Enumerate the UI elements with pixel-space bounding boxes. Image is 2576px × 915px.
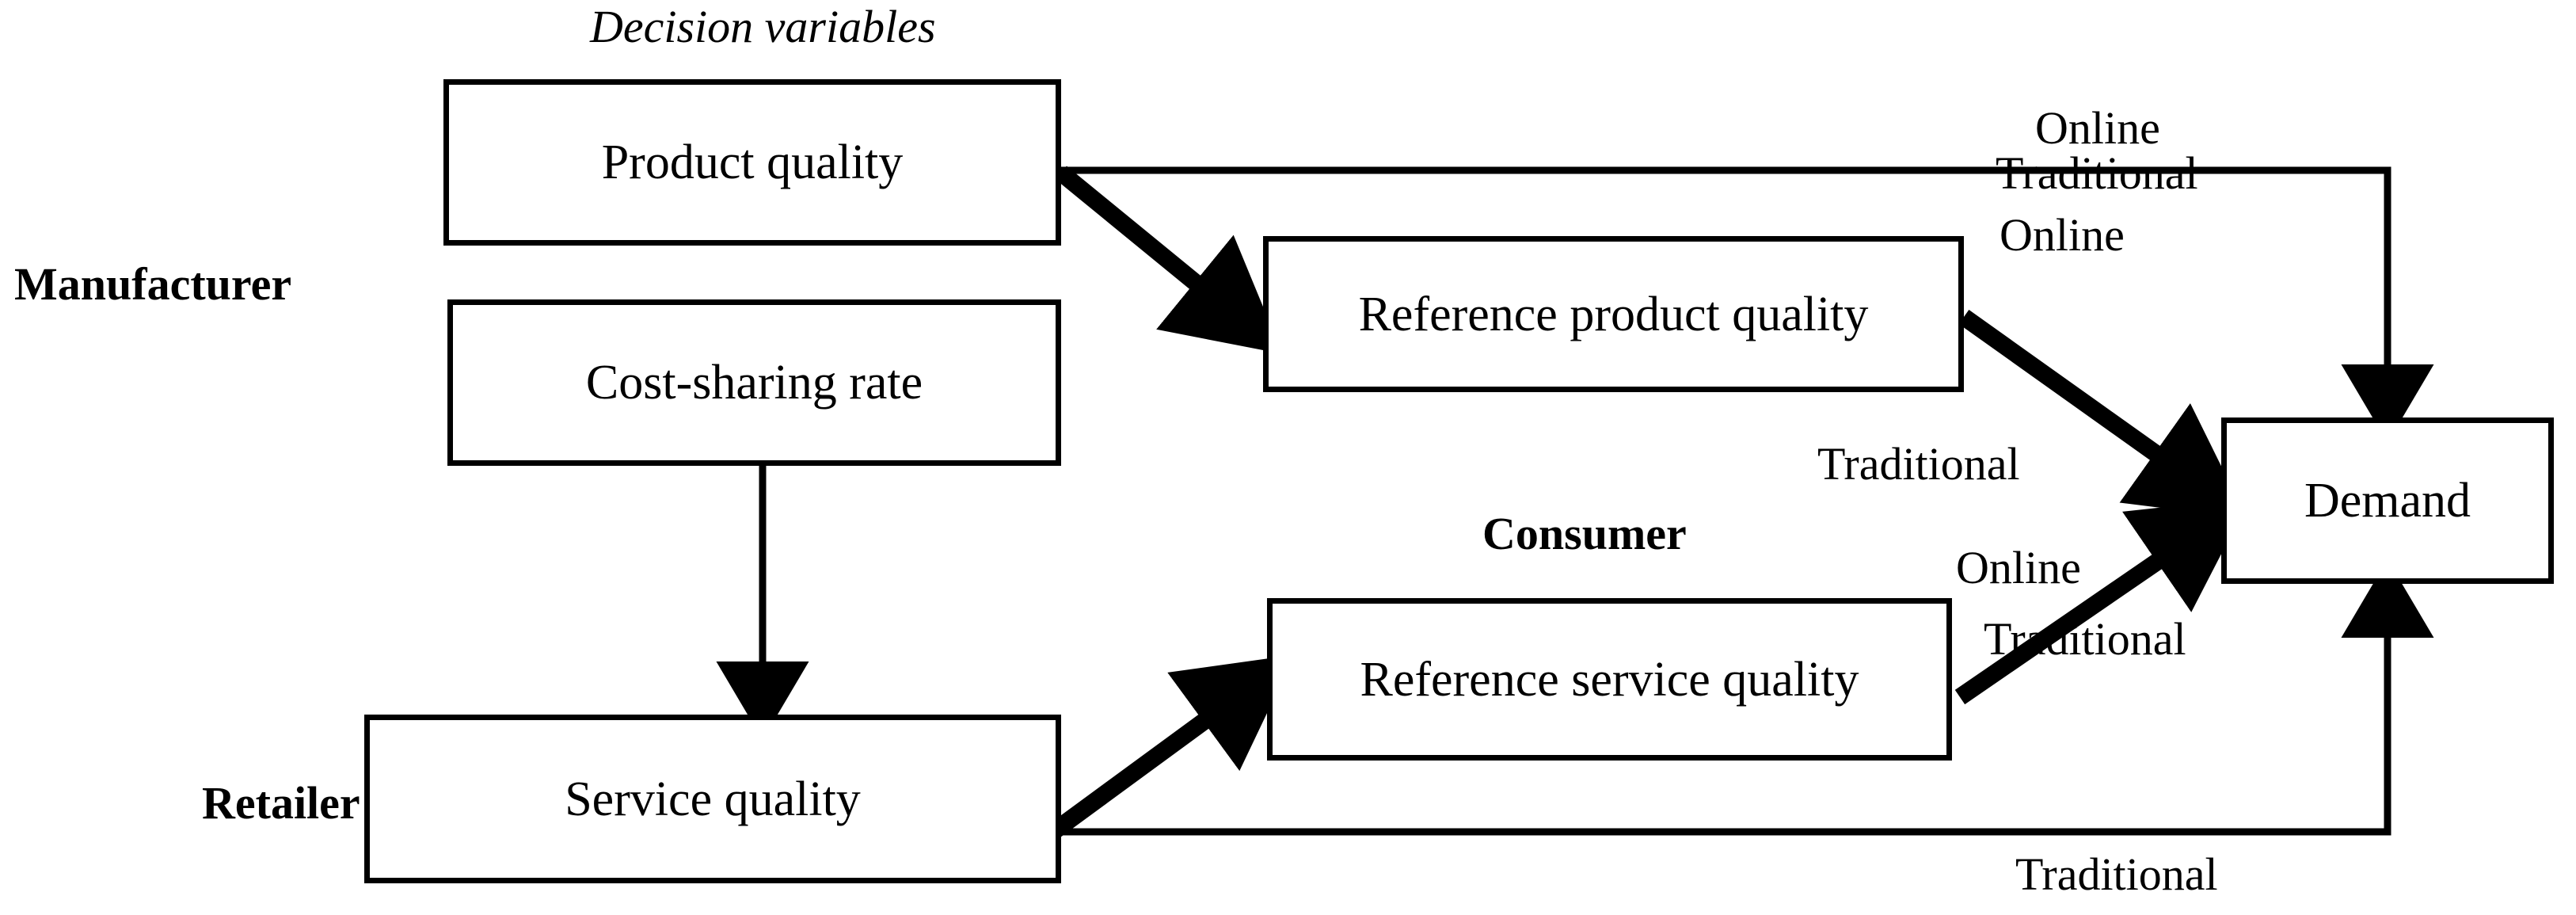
edge-label-online-top: Online bbox=[2035, 102, 2160, 154]
node-cost-sharing-rate[interactable]: Cost-sharing rate bbox=[447, 299, 1061, 466]
role-label-consumer: Consumer bbox=[1482, 508, 1687, 559]
node-service-quality[interactable]: Service quality bbox=[364, 715, 1061, 883]
edge-service-quality-to-reference-service-quality bbox=[1048, 654, 1296, 839]
role-label-manufacturer: Manufacturer bbox=[14, 258, 292, 310]
node-demand[interactable]: Demand bbox=[2221, 417, 2554, 584]
role-label-retailer: Retailer bbox=[202, 777, 360, 829]
edge-label-online-mid: Online bbox=[2000, 209, 2125, 261]
edge-reference-product-quality-to-demand bbox=[1958, 310, 2247, 519]
edge-service-quality-to-demand-traditional bbox=[1061, 559, 2434, 836]
node-product-quality[interactable]: Product quality bbox=[443, 79, 1061, 246]
edge-label-online-low: Online bbox=[1956, 542, 2081, 593]
edge-label-traditional-top: Traditional bbox=[1996, 147, 2198, 199]
node-reference-product-quality[interactable]: Reference product quality bbox=[1263, 236, 1964, 392]
edge-product-quality-to-demand-online bbox=[1061, 166, 2434, 443]
edge-label-traditional-bottom: Traditional bbox=[2015, 848, 2218, 900]
node-reference-service-quality[interactable]: Reference service quality bbox=[1267, 598, 1952, 761]
decision-variables-caption: Decision variables bbox=[590, 1, 936, 52]
edge-reference-service-quality-to-demand bbox=[1954, 498, 2251, 705]
edge-label-traditional-low: Traditional bbox=[1984, 613, 2186, 665]
edge-label-traditional-mid: Traditional bbox=[1817, 438, 2020, 490]
edge-product-quality-to-reference-product-quality bbox=[1056, 166, 1283, 354]
